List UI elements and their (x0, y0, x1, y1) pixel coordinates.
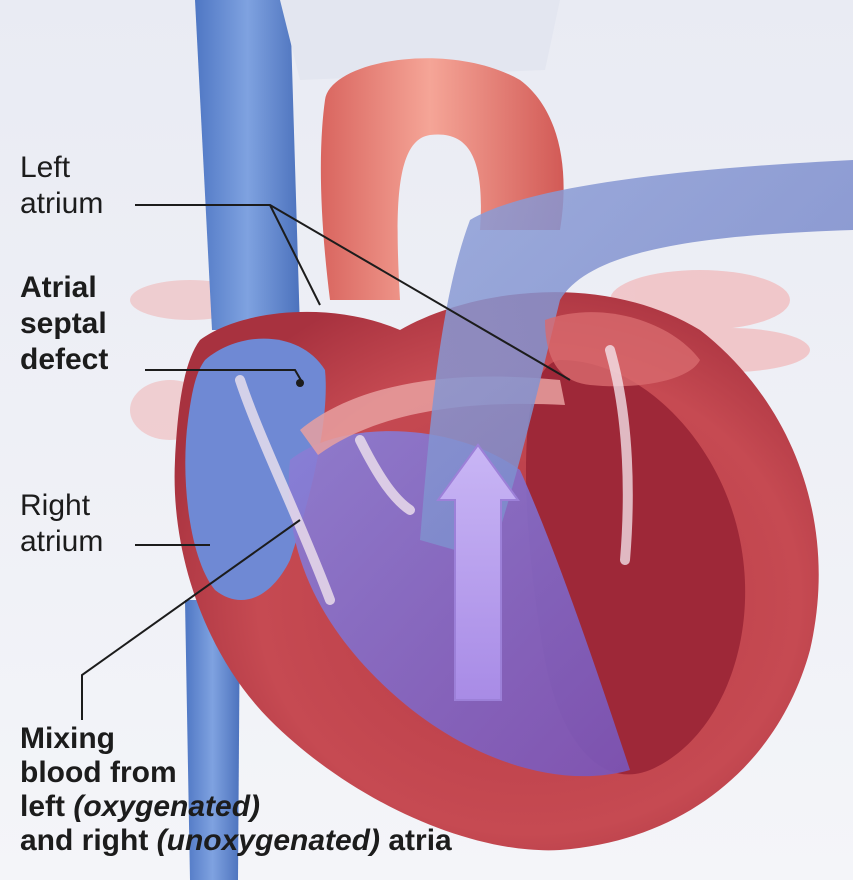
label-mixing-line4-suffix: atria (380, 824, 452, 857)
label-atrial-septal-defect: Atrial septal defect (20, 270, 108, 378)
asd-marker (296, 379, 304, 387)
label-right-atrium: Right atrium (20, 488, 103, 560)
label-left-atrium-line2: atrium (20, 186, 103, 222)
label-right-atrium-line2: atrium (20, 524, 103, 560)
label-asd-line2: septal (20, 306, 108, 342)
label-mixing-oxygenated: (oxygenated) (73, 790, 260, 823)
label-mixing-line4: and right (unoxygenated) atria (20, 824, 452, 858)
label-mixing-line3: left (oxygenated) (20, 790, 452, 824)
label-right-atrium-line1: Right (20, 488, 103, 524)
label-left-atrium-line1: Left (20, 150, 103, 186)
label-mixing-blood: Mixing blood from left (oxygenated) and … (20, 722, 452, 858)
superior-vena-cava (195, 0, 300, 330)
label-mixing-unoxygenated: (unoxygenated) (157, 824, 380, 857)
label-asd-line3: defect (20, 342, 108, 378)
label-left-atrium: Left atrium (20, 150, 103, 222)
label-mixing-line2: blood from (20, 756, 452, 790)
label-asd-line1: Atrial (20, 270, 108, 306)
label-mixing-line4-prefix: and right (20, 824, 157, 857)
label-mixing-line3-prefix: left (20, 790, 73, 823)
label-mixing-line1: Mixing (20, 722, 452, 756)
